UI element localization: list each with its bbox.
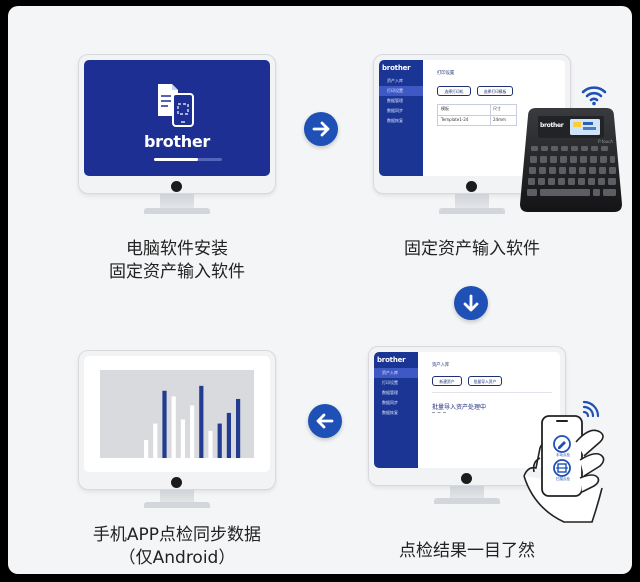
step1-label: 电脑软件安装 固定资产输入软件 — [109, 239, 245, 282]
loading-bar — [154, 158, 222, 161]
power-indicator — [461, 473, 472, 484]
chart-bar — [236, 398, 241, 458]
hand-phone-illustration: 手动点检 扫描点检 — [518, 406, 618, 526]
sidebar-item-asset-in[interactable]: 资产入库 — [387, 78, 403, 83]
chart-bar — [217, 423, 222, 458]
table-cell-size: 24mm — [493, 117, 506, 122]
manual-check-button[interactable]: 手动点检 — [556, 453, 570, 457]
sidebar-item-data-restore[interactable]: 数据恢复 — [387, 118, 403, 123]
step4-label: 手机APP点检同步数据 （仅Android） — [92, 525, 262, 568]
chart-bar — [199, 385, 204, 458]
chart-bar — [190, 405, 195, 458]
sidebar-item-data-sync[interactable]: 数据同步 — [382, 400, 398, 405]
screen-brother-splash: brother — [84, 60, 270, 176]
step3-label: 点检结果一目了然 — [399, 541, 535, 561]
import-status-text: 批量导入资产处理中 — [432, 404, 487, 411]
chart-bar — [226, 412, 231, 458]
table-header-template: 模板 — [441, 106, 449, 111]
power-indicator — [466, 181, 477, 192]
app-sidebar: brother 资产入库 打印设置 数据管理 数据同步 数据恢复 — [374, 352, 418, 468]
sidebar-item-print-settings[interactable]: 打印设置 — [382, 380, 398, 385]
select-printer-button[interactable]: 选择打印机 — [437, 86, 471, 96]
batch-import-button[interactable]: 批量导入资产 — [468, 376, 502, 386]
arrow-down-icon — [454, 286, 488, 320]
screen-sync-chart — [84, 356, 270, 472]
template-table — [437, 104, 517, 126]
infographic-canvas: brother 电脑软件安装 固定资产输入软件 brother 资产入库 打印设… — [8, 6, 632, 574]
chart-bar — [144, 439, 149, 458]
document-phone-icon — [156, 78, 200, 130]
label-printer: brother P-touch — [518, 106, 624, 214]
sidebar-item-data-mgmt[interactable]: 数据管理 — [387, 98, 403, 103]
arrow-right-icon — [304, 112, 338, 146]
progress-dots — [432, 412, 446, 413]
bar-chart — [100, 370, 254, 458]
wifi-icon — [581, 84, 607, 106]
scan-check-button[interactable]: 扫描点检 — [556, 477, 570, 481]
sidebar-item-data-sync[interactable]: 数据同步 — [387, 108, 403, 113]
power-indicator — [171, 477, 182, 488]
sidebar-item-asset-in[interactable]: 资产入库 — [374, 368, 418, 378]
printer-model: P-touch — [598, 139, 613, 144]
page-title: 资产入库 — [432, 363, 450, 368]
sidebar-item-print-settings[interactable]: 打印设置 — [379, 86, 423, 96]
new-asset-button[interactable]: 新建资产 — [432, 376, 462, 386]
power-indicator — [171, 181, 182, 192]
brother-logo: brother — [143, 132, 211, 151]
table-cell-template[interactable]: Template1-24 — [441, 117, 469, 122]
sidebar-item-data-mgmt[interactable]: 数据管理 — [382, 390, 398, 395]
chart-bar — [162, 390, 167, 458]
arrow-left-icon — [308, 404, 342, 438]
screen-asset-import: brother 资产入库 打印设置 数据管理 数据同步 数据恢复 资产入库 新建… — [374, 352, 560, 468]
select-template-button[interactable]: 选择打印模板 — [477, 86, 513, 96]
printer-brand: brother — [540, 122, 564, 129]
table-header-size: 尺寸 — [493, 106, 501, 111]
chart-bar — [153, 423, 158, 458]
step2-label: 固定资产输入软件 — [404, 239, 540, 259]
app-sidebar: brother 资产入库 打印设置 数据管理 数据同步 数据恢复 — [379, 60, 423, 176]
signal-icon — [582, 398, 602, 418]
chart-bar — [208, 430, 213, 458]
chart-bar — [171, 396, 176, 458]
page-title: 打印设置 — [437, 71, 455, 76]
sidebar-item-data-restore[interactable]: 数据恢复 — [382, 410, 398, 415]
chart-bar — [180, 419, 185, 458]
